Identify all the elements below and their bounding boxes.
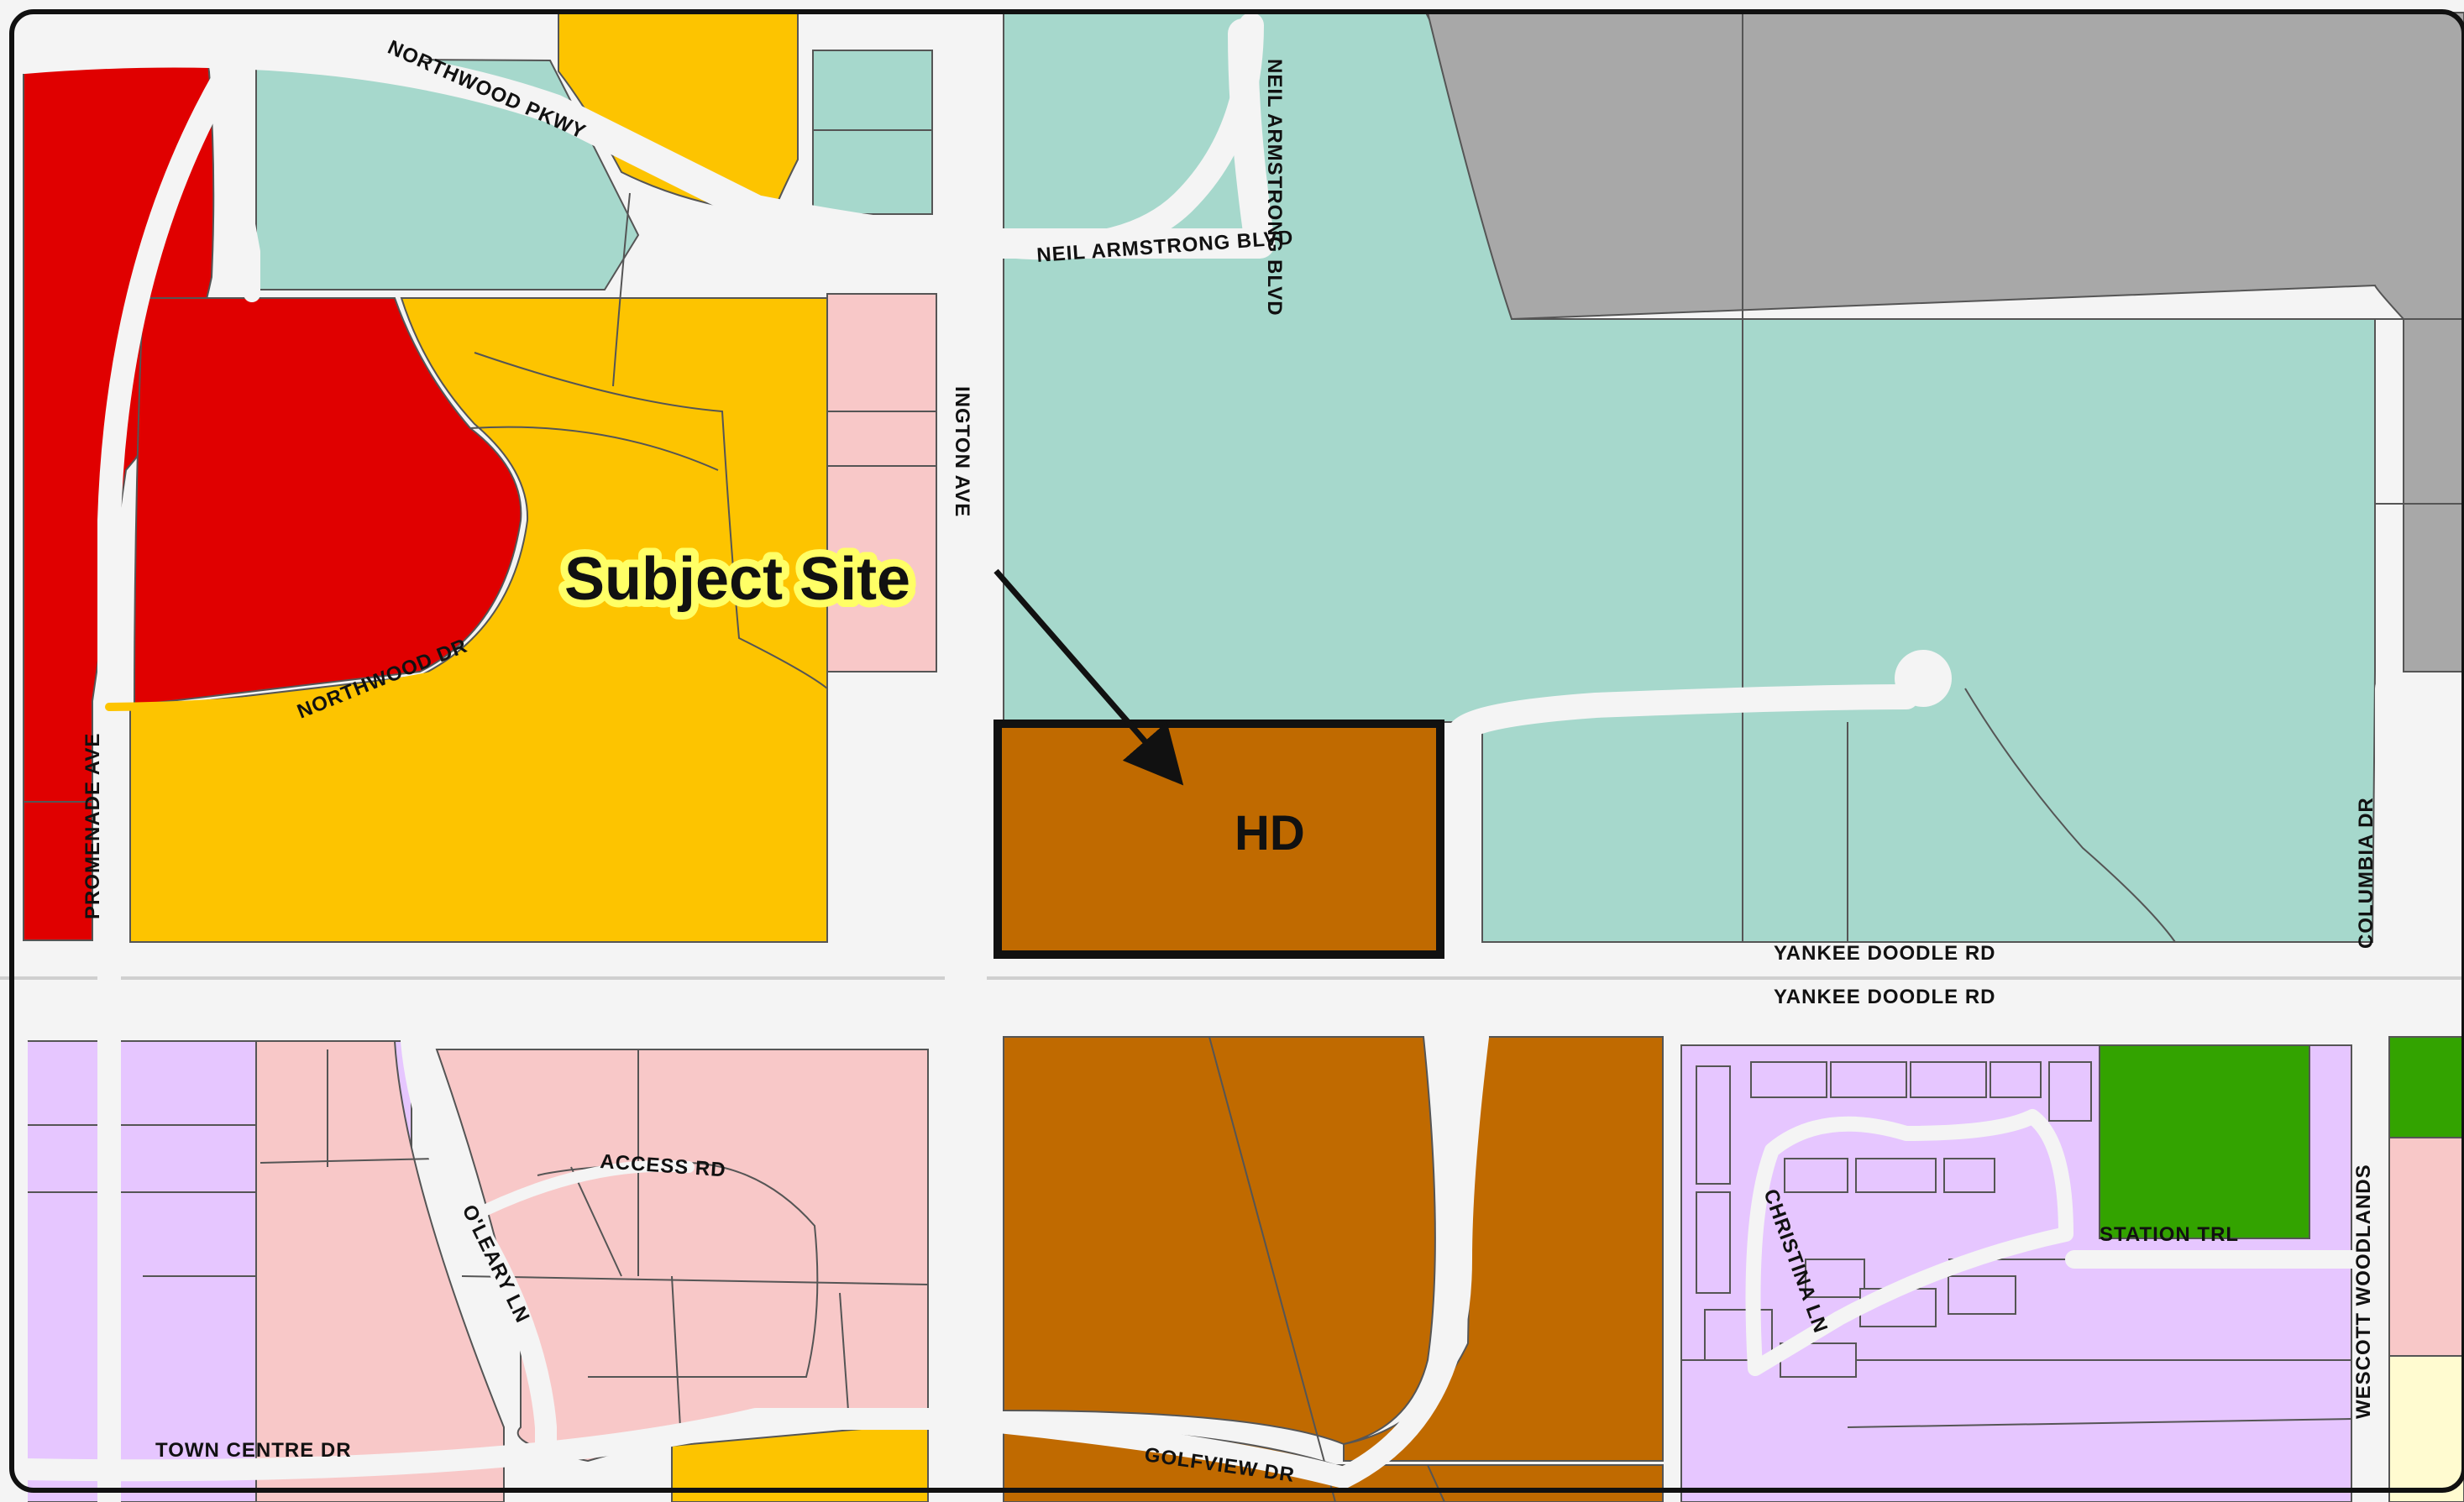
parcel-pink-bottom-left bbox=[255, 1040, 505, 1502]
callout-group: Subject Site Subject Site bbox=[557, 538, 918, 620]
subject-site-outline bbox=[993, 720, 1444, 959]
parcel-green bbox=[2099, 1044, 2310, 1239]
callout-label-halo: Subject Site bbox=[564, 546, 910, 613]
parcel-yellow-big bbox=[129, 297, 828, 943]
road-promenade-ave bbox=[97, 13, 264, 1502]
label-yankee-doodle-rd-north: YANKEE DOODLE RD bbox=[1774, 942, 1995, 965]
label-promenade-ave: PROMENADE AVE bbox=[81, 733, 104, 919]
site-zone-label: HD bbox=[1235, 806, 1305, 861]
road-town-centre-dr bbox=[13, 1408, 977, 1482]
parcel-cream-right bbox=[2388, 1355, 2464, 1502]
parcel-pink-top bbox=[826, 293, 937, 672]
road-golfview-dr bbox=[955, 1026, 1489, 1489]
road-cul-de-sac-end bbox=[1895, 650, 1952, 707]
road-northwood-pkwy bbox=[8, 18, 1275, 259]
label-lexington-ave: INGTON AVE bbox=[951, 386, 973, 517]
parcel-pink-right bbox=[2388, 1137, 2464, 1357]
label-town-centre-dr: TOWN CENTRE DR bbox=[155, 1439, 352, 1462]
road-promenade-link bbox=[202, 17, 260, 302]
parcel-subject-site bbox=[997, 723, 1441, 955]
road-yankee-doodle-cul-de-sac bbox=[1449, 684, 1919, 961]
road-northwood-dr bbox=[105, 550, 609, 711]
label-wescott-woodlands: WESCOTT WOODLANDS bbox=[2352, 1164, 2375, 1419]
road-christina-ln bbox=[1745, 1109, 2073, 1376]
parcel-green-right bbox=[2388, 1036, 2464, 1138]
parcel-red-big bbox=[133, 297, 522, 707]
road-access-rd bbox=[464, 1159, 695, 1223]
label-yankee-doodle-rd-south: YANKEE DOODLE RD bbox=[1774, 986, 1995, 1008]
parcel-yellow-bottom bbox=[671, 1421, 929, 1502]
map-frame bbox=[9, 9, 2464, 1493]
label-columbia-dr: COLUMBIA DR bbox=[2355, 797, 2377, 949]
zoning-parcels bbox=[23, 12, 2464, 1502]
parcel-brown-bottom bbox=[1003, 1036, 1664, 1462]
parcel-teal-top-small bbox=[812, 50, 933, 215]
callout-arrow bbox=[993, 568, 1184, 786]
road-neil-armstrong-blvd bbox=[978, 13, 1264, 260]
callout-label: Subject Site bbox=[564, 546, 910, 613]
label-station-trl: STATION TRL bbox=[2100, 1223, 2239, 1246]
parcel-gray-top-right bbox=[1426, 12, 2464, 672]
label-neil-armstrong-blvd-vertical: NEIL ARMSTRONG BLVD bbox=[1263, 59, 1286, 317]
